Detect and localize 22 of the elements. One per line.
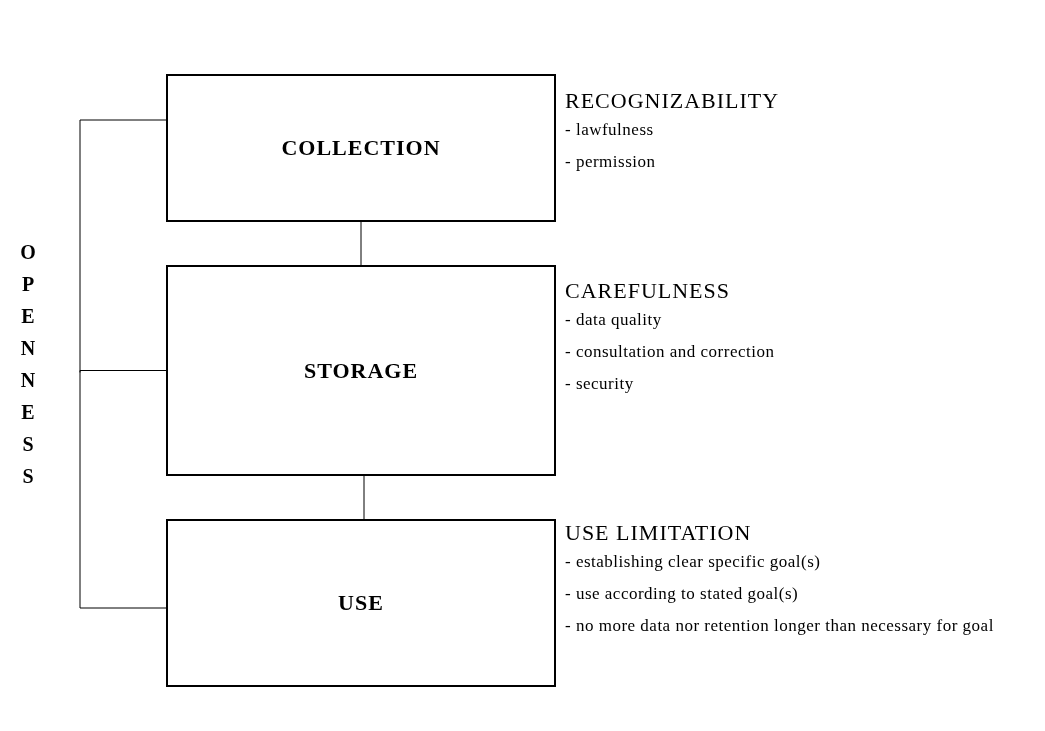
box-title: COLLECTION [281, 135, 441, 161]
connector-line [79, 370, 167, 374]
principle-item: - security [565, 374, 635, 394]
connector-line [360, 221, 362, 266]
principle-item: - data quality [565, 310, 663, 330]
box-title: STORAGE [303, 357, 419, 384]
principle-item: - consultation and correction [565, 342, 776, 362]
connector-line [79, 372, 167, 609]
principle-item: - permission [565, 152, 657, 172]
process-box [166, 519, 556, 687]
principle-item: - no more data nor retention longer than necessary for goal [565, 615, 995, 637]
vertical-label: OPENNESS [19, 240, 37, 489]
box-title: USE [338, 590, 384, 616]
process-box [166, 265, 556, 476]
connector-line [363, 475, 365, 520]
principle-item: - use according to stated goal(s) [565, 584, 800, 604]
principle-item: - lawfulness [565, 120, 655, 140]
principle-heading: CAREFULNESS [565, 278, 732, 304]
process-box [166, 74, 556, 222]
principle-item: - establishing clear specific goal(s) [565, 552, 822, 572]
principle-heading: RECOGNIZABILITY [565, 88, 781, 114]
principle-heading: USE LIMITATION [565, 520, 753, 546]
